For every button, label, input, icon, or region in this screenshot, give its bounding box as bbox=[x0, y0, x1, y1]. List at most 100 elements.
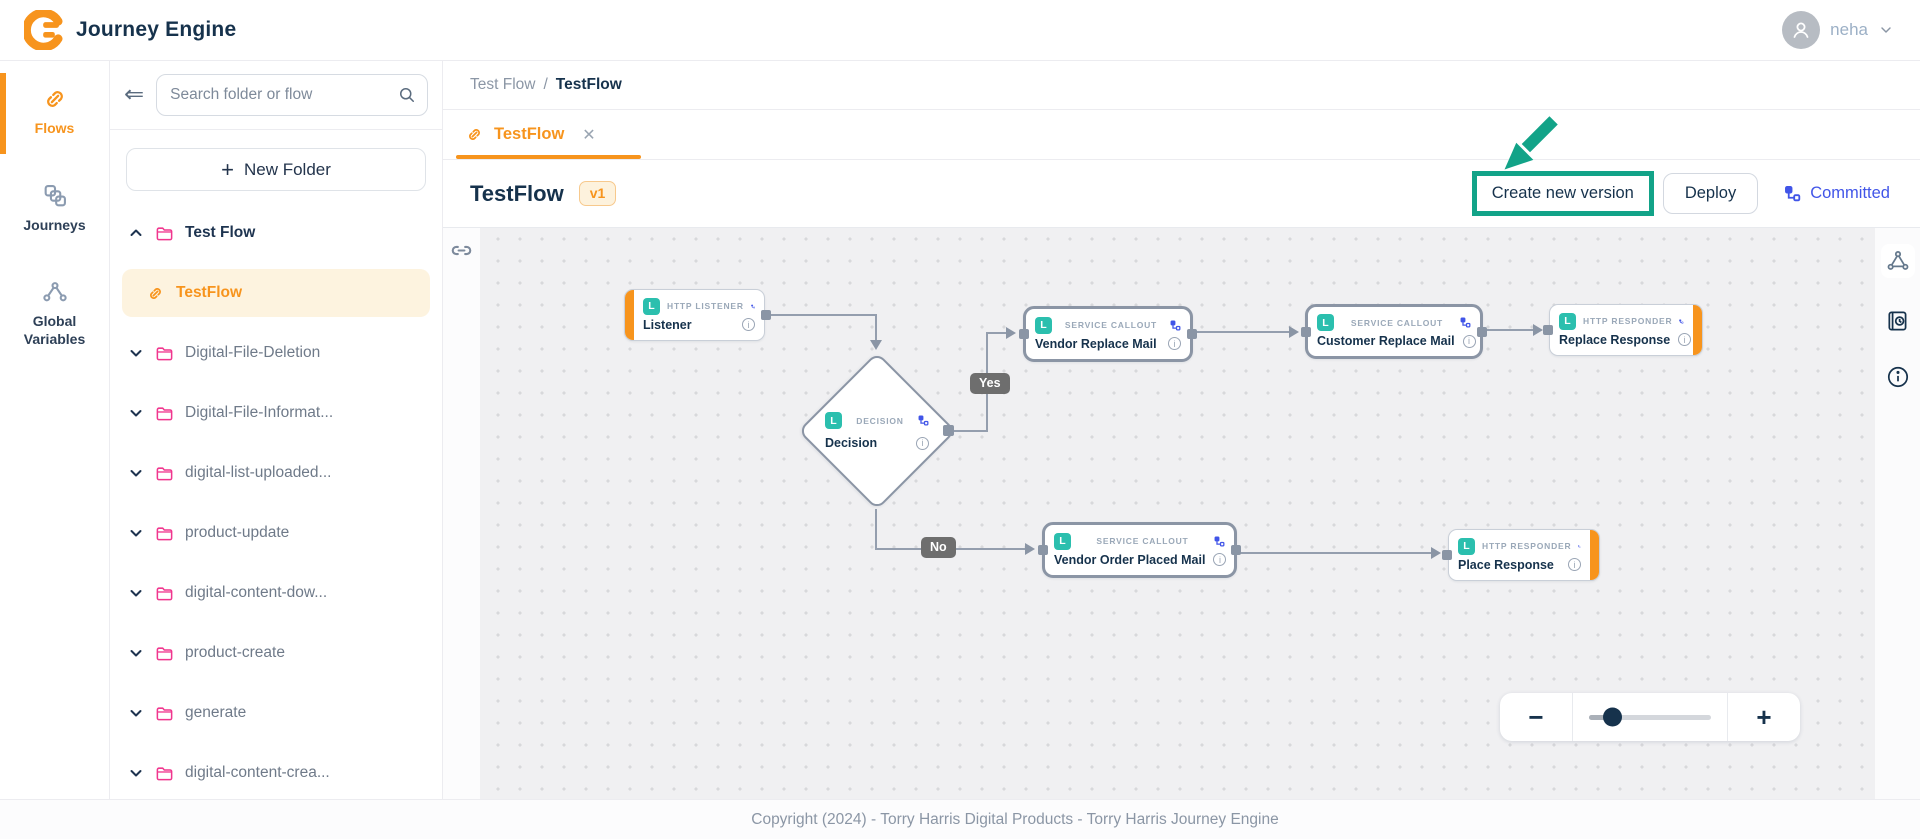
folder-icon bbox=[156, 646, 173, 660]
folder-row[interactable]: Digital-File-Deletion bbox=[122, 329, 430, 377]
node-name: Decision bbox=[825, 436, 878, 450]
version-branch-icon bbox=[1785, 186, 1801, 202]
input-port[interactable] bbox=[1543, 325, 1553, 335]
output-port[interactable] bbox=[1187, 329, 1197, 339]
folder-name: product-update bbox=[185, 524, 290, 541]
flow-node-http-listener[interactable]: L HTTP LISTENER Listener i bbox=[624, 289, 771, 341]
chevron-down-icon bbox=[130, 410, 142, 417]
flow-node-service-callout-vendor-replace[interactable]: L SERVICE CALLOUT Vendor Replace Mail i bbox=[1019, 306, 1197, 362]
info-icon[interactable]: i bbox=[1568, 558, 1581, 571]
output-port[interactable] bbox=[1231, 545, 1241, 555]
connector-link-icon[interactable] bbox=[449, 238, 474, 263]
output-port[interactable] bbox=[943, 425, 954, 436]
breadcrumb-separator: / bbox=[543, 76, 548, 93]
folder-icon bbox=[156, 346, 173, 360]
plus-icon: + bbox=[221, 156, 234, 182]
output-port[interactable] bbox=[761, 310, 771, 320]
folder-row[interactable]: digital-content-crea... bbox=[122, 749, 430, 797]
search-input[interactable] bbox=[156, 74, 428, 116]
close-icon[interactable]: ✕ bbox=[582, 126, 596, 144]
flow-node-service-callout-customer-replace[interactable]: L SERVICE CALLOUT Customer Replace Mail … bbox=[1301, 304, 1487, 359]
folder-icon bbox=[156, 226, 173, 240]
flow-name: TestFlow bbox=[176, 284, 243, 301]
edge-decision-yes bbox=[954, 430, 988, 432]
collapse-panel-icon[interactable]: ⇐ bbox=[124, 81, 145, 108]
flow-node-service-callout-vendor-order[interactable]: L SERVICE CALLOUT Vendor Order Placed Ma… bbox=[1038, 522, 1241, 578]
node-letter-badge: L bbox=[825, 412, 842, 429]
info-icon[interactable]: i bbox=[742, 318, 755, 331]
folder-name: Digital-File-Deletion bbox=[185, 344, 321, 361]
flows-link-icon bbox=[46, 91, 63, 107]
tab-testflow[interactable]: TestFlow ✕ bbox=[443, 125, 596, 145]
input-port[interactable] bbox=[1019, 329, 1029, 339]
info-icon[interactable]: i bbox=[1678, 333, 1692, 346]
info-icon[interactable]: i bbox=[916, 436, 929, 450]
edge-listener-to-decision bbox=[765, 314, 877, 316]
edge-vendor-to-customer bbox=[1195, 331, 1297, 333]
edge-arrowhead bbox=[1006, 327, 1016, 339]
edge-arrowhead bbox=[870, 340, 882, 350]
node-type-label: HTTP RESPONDER bbox=[1583, 316, 1673, 326]
edge-arrowhead bbox=[1431, 547, 1441, 559]
folder-name: digital-list-uploaded... bbox=[185, 464, 332, 481]
new-folder-button[interactable]: + New Folder bbox=[126, 148, 426, 191]
create-new-version-button[interactable]: Create new version bbox=[1491, 184, 1634, 202]
node-type-label: HTTP RESPONDER bbox=[1482, 541, 1572, 551]
folder-row[interactable]: product-update bbox=[122, 509, 430, 557]
node-letter-badge: L bbox=[1035, 316, 1052, 334]
topology-icon[interactable] bbox=[1880, 244, 1915, 278]
folder-row[interactable]: generate bbox=[122, 689, 430, 737]
create-new-version-highlight: Create new version bbox=[1471, 171, 1654, 216]
flow-node-decision[interactable]: L DECISION Decision i bbox=[797, 351, 957, 511]
chevron-down-icon bbox=[130, 590, 142, 597]
sidebar-item-journeys[interactable]: Journeys bbox=[0, 168, 109, 253]
edge-decision-yes bbox=[986, 332, 1014, 334]
chevron-down-icon bbox=[130, 650, 142, 657]
flow-row-testflow[interactable]: TestFlow bbox=[122, 269, 430, 317]
flow-node-http-responder-place[interactable]: L HTTP RESPONDER Place Response i bbox=[1442, 529, 1600, 581]
flow-canvas[interactable]: Yes No L HTTP LISTENER Listener i bbox=[443, 227, 1920, 799]
sidebar-item-flows[interactable]: Flows bbox=[0, 71, 109, 156]
branch-icon bbox=[1170, 320, 1181, 330]
input-port[interactable] bbox=[1301, 326, 1311, 337]
folder-icon bbox=[156, 766, 173, 780]
branch-icon bbox=[1214, 536, 1225, 546]
info-icon[interactable]: i bbox=[1213, 553, 1227, 566]
zoom-in-button[interactable]: + bbox=[1756, 701, 1772, 732]
flow-link-icon bbox=[150, 287, 161, 299]
folder-row[interactable]: product-create bbox=[122, 629, 430, 677]
sidebar-item-label: Flows bbox=[34, 120, 75, 136]
info-icon[interactable]: i bbox=[1168, 337, 1181, 350]
info-icon[interactable]: i bbox=[1462, 334, 1476, 348]
edge-label-yes: Yes bbox=[970, 373, 1010, 394]
folder-row[interactable]: digital-list-uploaded... bbox=[122, 449, 430, 497]
app-logo[interactable]: Journey Engine bbox=[24, 10, 236, 50]
input-port[interactable] bbox=[1442, 550, 1452, 560]
flow-node-http-responder-replace[interactable]: L HTTP RESPONDER Replace Response i bbox=[1543, 304, 1703, 356]
deploy-button[interactable]: Deploy bbox=[1662, 173, 1759, 214]
app-header: Journey Engine neha bbox=[0, 0, 1920, 61]
branch-icon bbox=[751, 304, 755, 308]
info-circle-icon[interactable] bbox=[1885, 364, 1911, 390]
committed-status[interactable]: Committed bbox=[1784, 184, 1890, 203]
node-accent-bar bbox=[1693, 305, 1702, 355]
global-variables-icon bbox=[42, 282, 67, 302]
person-icon bbox=[1793, 22, 1809, 38]
chevron-down-icon bbox=[1881, 27, 1891, 33]
output-port[interactable] bbox=[1477, 326, 1487, 337]
folder-row[interactable]: digital-content-dow... bbox=[122, 569, 430, 617]
sidebar-item-global-variables[interactable]: Global Variables bbox=[0, 264, 109, 366]
input-port[interactable] bbox=[1038, 545, 1048, 555]
zoom-out-button[interactable]: − bbox=[1528, 701, 1544, 732]
zoom-slider-knob[interactable] bbox=[1603, 707, 1622, 727]
folder-row[interactable]: Digital-File-Informat... bbox=[122, 389, 430, 437]
version-history-icon[interactable] bbox=[1885, 308, 1911, 334]
folder-row-test-flow[interactable]: Test Flow bbox=[122, 209, 430, 257]
folder-name: generate bbox=[185, 704, 247, 721]
journeys-icon bbox=[44, 184, 66, 206]
node-type-label: DECISION bbox=[856, 415, 904, 426]
zoom-slider[interactable] bbox=[1572, 693, 1728, 741]
breadcrumb-parent[interactable]: Test Flow bbox=[470, 76, 536, 93]
folder-icon bbox=[156, 526, 173, 540]
user-menu[interactable]: neha bbox=[1782, 11, 1894, 49]
